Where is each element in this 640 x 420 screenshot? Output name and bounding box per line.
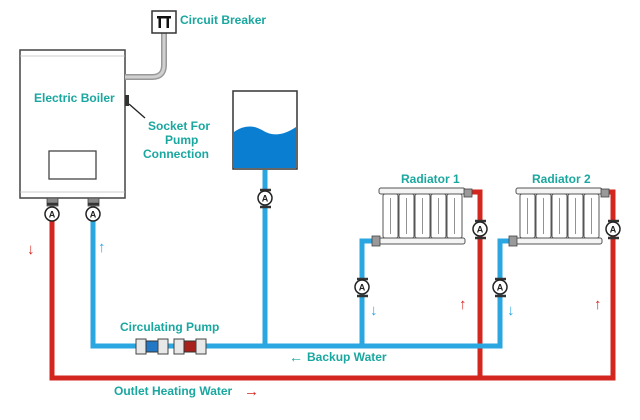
circuit-breaker-label: Circuit Breaker: [180, 13, 266, 27]
socket-label-line2: Pump: [165, 133, 198, 147]
svg-text:A: A: [359, 283, 366, 293]
arrow-down-radiator2-supply: ↓: [507, 302, 515, 319]
circuit-breaker: [151, 10, 177, 34]
circulating-pump-label: Circulating Pump: [120, 320, 219, 334]
pump-socket: [125, 95, 129, 106]
gauge-radiator2-return: A: [605, 219, 621, 240]
svg-text:A: A: [477, 225, 484, 235]
radiator-2: [508, 187, 610, 247]
arrow-up-radiator2-return: ↑: [594, 296, 602, 313]
backup-water-arrow: ←: [289, 349, 303, 365]
expansion-tank: [232, 90, 298, 170]
circulating-pump: [135, 338, 207, 355]
arrow-up-radiator1-return: ↑: [459, 296, 467, 313]
gauge-radiator1-return: A: [472, 219, 488, 240]
boiler-return-pipe: [90, 220, 510, 349]
arrow-down-boiler-outlet: ↓: [27, 241, 35, 258]
socket-label-line3: Connection: [143, 147, 209, 161]
breaker-conduit: [125, 33, 167, 80]
outlet-heating-water-arrow: →: [244, 383, 259, 400]
radiator-1: [371, 187, 473, 247]
electric-boiler: Electric Boiler: [19, 49, 129, 199]
gauge-tank: A: [257, 188, 273, 209]
socket-pointer-line: [128, 103, 146, 119]
gauge-radiator1-supply: A: [354, 277, 370, 298]
backup-water-label: Backup Water: [307, 350, 387, 364]
radiator-2-label: Radiator 2: [532, 172, 591, 186]
gauge-boiler-return: A: [85, 202, 101, 222]
hot-water-pipes: [49, 189, 616, 381]
arrow-up-boiler-return: ↑: [98, 239, 106, 256]
svg-text:A: A: [90, 210, 97, 220]
svg-text:A: A: [610, 225, 617, 235]
radiator1-return-pipe: [471, 189, 483, 376]
svg-text:A: A: [49, 210, 56, 220]
boiler-display: [48, 150, 97, 180]
boiler-outlet-pipe: [49, 189, 616, 381]
svg-text:A: A: [497, 283, 504, 293]
outlet-heating-water-label: Outlet Heating Water: [114, 384, 233, 398]
gauge-boiler-outlet: A: [44, 202, 60, 222]
radiator1-supply-pipe: [359, 238, 372, 346]
socket-label-line1: Socket For: [148, 119, 210, 133]
radiator-1-label: Radiator 1: [401, 172, 460, 186]
svg-text:A: A: [262, 194, 269, 204]
boiler-label: Electric Boiler: [34, 91, 115, 105]
gauge-radiator2-supply: A: [492, 277, 508, 298]
arrow-down-radiator1-supply: ↓: [370, 302, 378, 319]
tank-water: [234, 126, 296, 168]
